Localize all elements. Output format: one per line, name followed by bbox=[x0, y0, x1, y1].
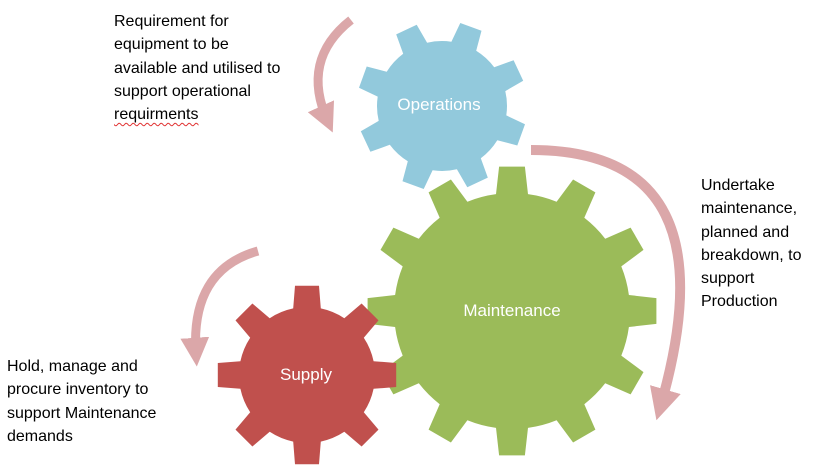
maintenance-description-line: maintenance, bbox=[701, 200, 798, 218]
operations-description-line: available and utilised to bbox=[114, 59, 281, 77]
operations-description-line: equipment to be bbox=[114, 36, 229, 54]
operations-gear: Operations bbox=[359, 23, 525, 189]
maintenance-gear: Maintenance bbox=[367, 166, 657, 456]
supply-gear-label: Supply bbox=[280, 365, 332, 384]
operations-description-line: support operational bbox=[114, 82, 251, 100]
maintenance-description: Undertake maintenance, planned and break… bbox=[701, 174, 802, 314]
maintenance-description-line: Undertake bbox=[701, 177, 775, 194]
cycle-arrow-to-supply bbox=[180, 246, 260, 367]
maintenance-gear-label: Maintenance bbox=[463, 301, 560, 320]
operations-description-line: Requirement for bbox=[114, 13, 229, 30]
maintenance-description-line: breakdown, to bbox=[701, 246, 802, 264]
maintenance-description-line: support bbox=[701, 270, 755, 288]
maintenance-description-line: Production bbox=[701, 293, 778, 311]
operations-description: Requirement for equipment to be availabl… bbox=[114, 10, 280, 126]
cycle-arrow-to-maintenance bbox=[530, 145, 686, 421]
supply-description-line: Hold, manage and bbox=[7, 358, 138, 375]
maintenance-description-line: planned and bbox=[701, 223, 790, 241]
supply-description-line: procure inventory to bbox=[7, 381, 149, 399]
supply-description: Hold, manage and procure inventory to su… bbox=[7, 355, 156, 448]
cycle-arrow-to-operations bbox=[307, 16, 354, 133]
supply-description-line: demands bbox=[7, 427, 73, 445]
operations-description-line-misspelled: requirments bbox=[114, 106, 199, 124]
supply-gear: Supply bbox=[217, 285, 397, 465]
supply-description-line: support Maintenance bbox=[7, 404, 157, 422]
operations-gear-label: Operations bbox=[397, 95, 480, 114]
